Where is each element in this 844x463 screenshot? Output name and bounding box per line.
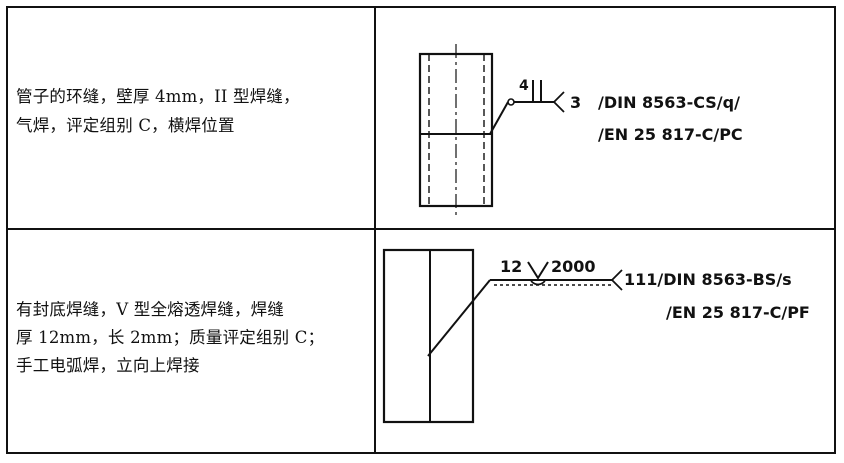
row1-designation-line1: /DIN 8563-CS/q/ — [598, 93, 740, 112]
row-divider — [8, 228, 834, 230]
row2-plate-drawing — [382, 248, 475, 424]
row1-description-line: 气焊，评定组别 C，横焊位置 — [16, 116, 235, 135]
row1-dimension-value: 4 — [519, 78, 529, 94]
row2-designation-line2: /EN 25 817-C/PF — [666, 303, 810, 322]
row1-description-line: 管子的环缝，壁厚 4mm，II 型焊缝， — [16, 87, 300, 106]
column-divider — [374, 8, 376, 452]
row1-pipe-drawing — [418, 44, 494, 216]
weld-symbol-table — [6, 6, 836, 454]
row2-description-line: 厚 12mm，长 2mm；质量评定组别 C； — [16, 328, 325, 347]
row1-weld-symbol — [489, 80, 565, 135]
row1-designation-line2: /EN 25 817-C/PC — [598, 125, 743, 144]
row2-designation-line1: 111/DIN 8563-BS/s — [624, 270, 792, 289]
row2-thickness-value: 12 — [500, 257, 523, 276]
row1-description: 管子的环缝，壁厚 4mm，II 型焊缝， 气焊，评定组别 C，横焊位置 — [16, 82, 361, 140]
row2-description-line: 有封底焊缝，V 型全熔透焊缝，焊缝 — [16, 300, 285, 319]
row2-length-value: 2000 — [551, 257, 596, 276]
row1-process-number: 3 — [570, 93, 582, 112]
row2-weld-symbol — [427, 261, 623, 357]
row2-description-line: 手工电弧焊，立向上焊接 — [16, 356, 200, 375]
row2-description: 有封底焊缝，V 型全熔透焊缝，焊缝 厚 12mm，长 2mm；质量评定组别 C；… — [16, 296, 361, 380]
